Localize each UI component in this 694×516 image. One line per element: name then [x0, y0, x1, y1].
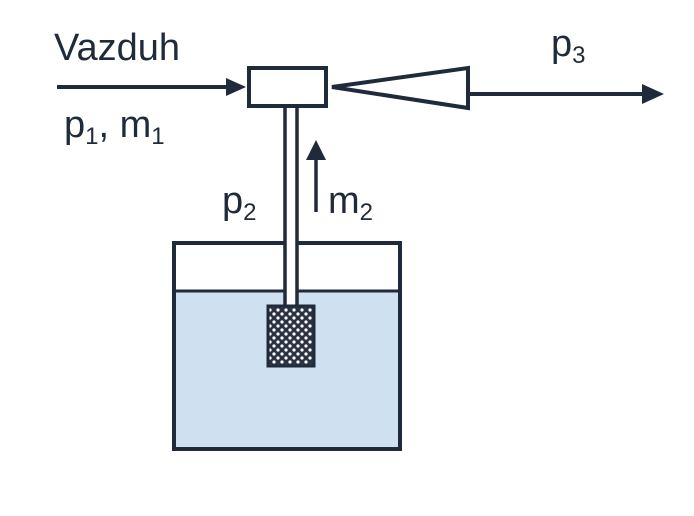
air-label: Vazduh	[54, 27, 180, 69]
outlet-arrow	[468, 84, 664, 104]
suction-tube	[283, 106, 299, 310]
diffuser-cone	[331, 65, 470, 111]
mixing-chamber	[247, 66, 328, 108]
tube-pressure-label: p2	[222, 180, 257, 226]
air-inlet-arrow	[57, 78, 246, 96]
liquid-flow-label: m2	[328, 180, 373, 226]
filter-element	[266, 304, 316, 368]
outlet-pressure-label: p3	[551, 23, 586, 69]
liquid-flow-arrow	[306, 140, 326, 212]
inlet-state-label: p1, m1	[64, 104, 165, 150]
